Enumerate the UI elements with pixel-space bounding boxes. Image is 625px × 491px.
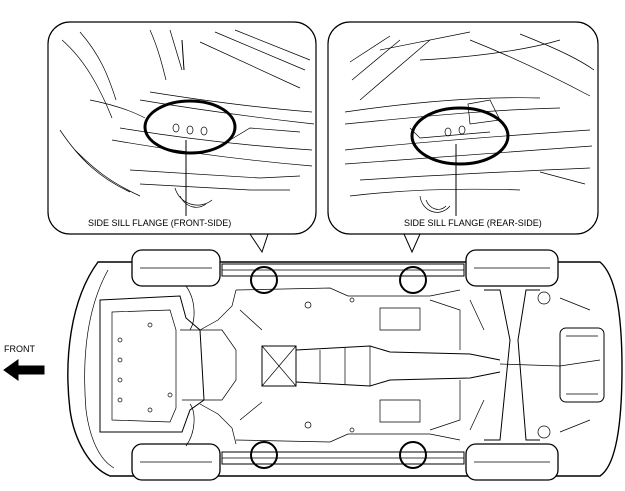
rear-flange-highlight-ellipse	[410, 106, 510, 166]
rear-right-flange-marker	[399, 441, 427, 469]
front-callout-frame	[47, 21, 317, 235]
engine-compartment	[99, 285, 237, 447]
front-side-flange-label: SIDE SILL FLANGE (FRONT-SIDE)	[88, 218, 231, 228]
floor-pan	[235, 287, 501, 443]
front-label: FRONT	[4, 344, 35, 354]
front-right-flange-marker	[250, 441, 278, 469]
rear-side-detail-callout: SIDE SILL FLANGE (REAR-SIDE)	[327, 21, 599, 254]
rear-callout-sketch	[344, 31, 595, 213]
rear-callout-frame	[327, 21, 599, 235]
front-callout-sketch	[59, 29, 315, 208]
left-arrow-icon	[3, 359, 45, 381]
rear-suspension	[469, 289, 605, 441]
front-direction-indicator: FRONT	[3, 344, 45, 381]
rear-side-flange-label: SIDE SILL FLANGE (REAR-SIDE)	[404, 218, 542, 228]
rear-left-flange-marker	[399, 266, 427, 294]
front-flange-highlight-ellipse	[143, 99, 237, 155]
vehicle-underbody	[67, 249, 623, 481]
front-left-flange-marker	[250, 266, 278, 294]
body-outline	[67, 261, 623, 477]
front-side-detail-callout: SIDE SILL FLANGE (FRONT-SIDE)	[47, 21, 317, 254]
